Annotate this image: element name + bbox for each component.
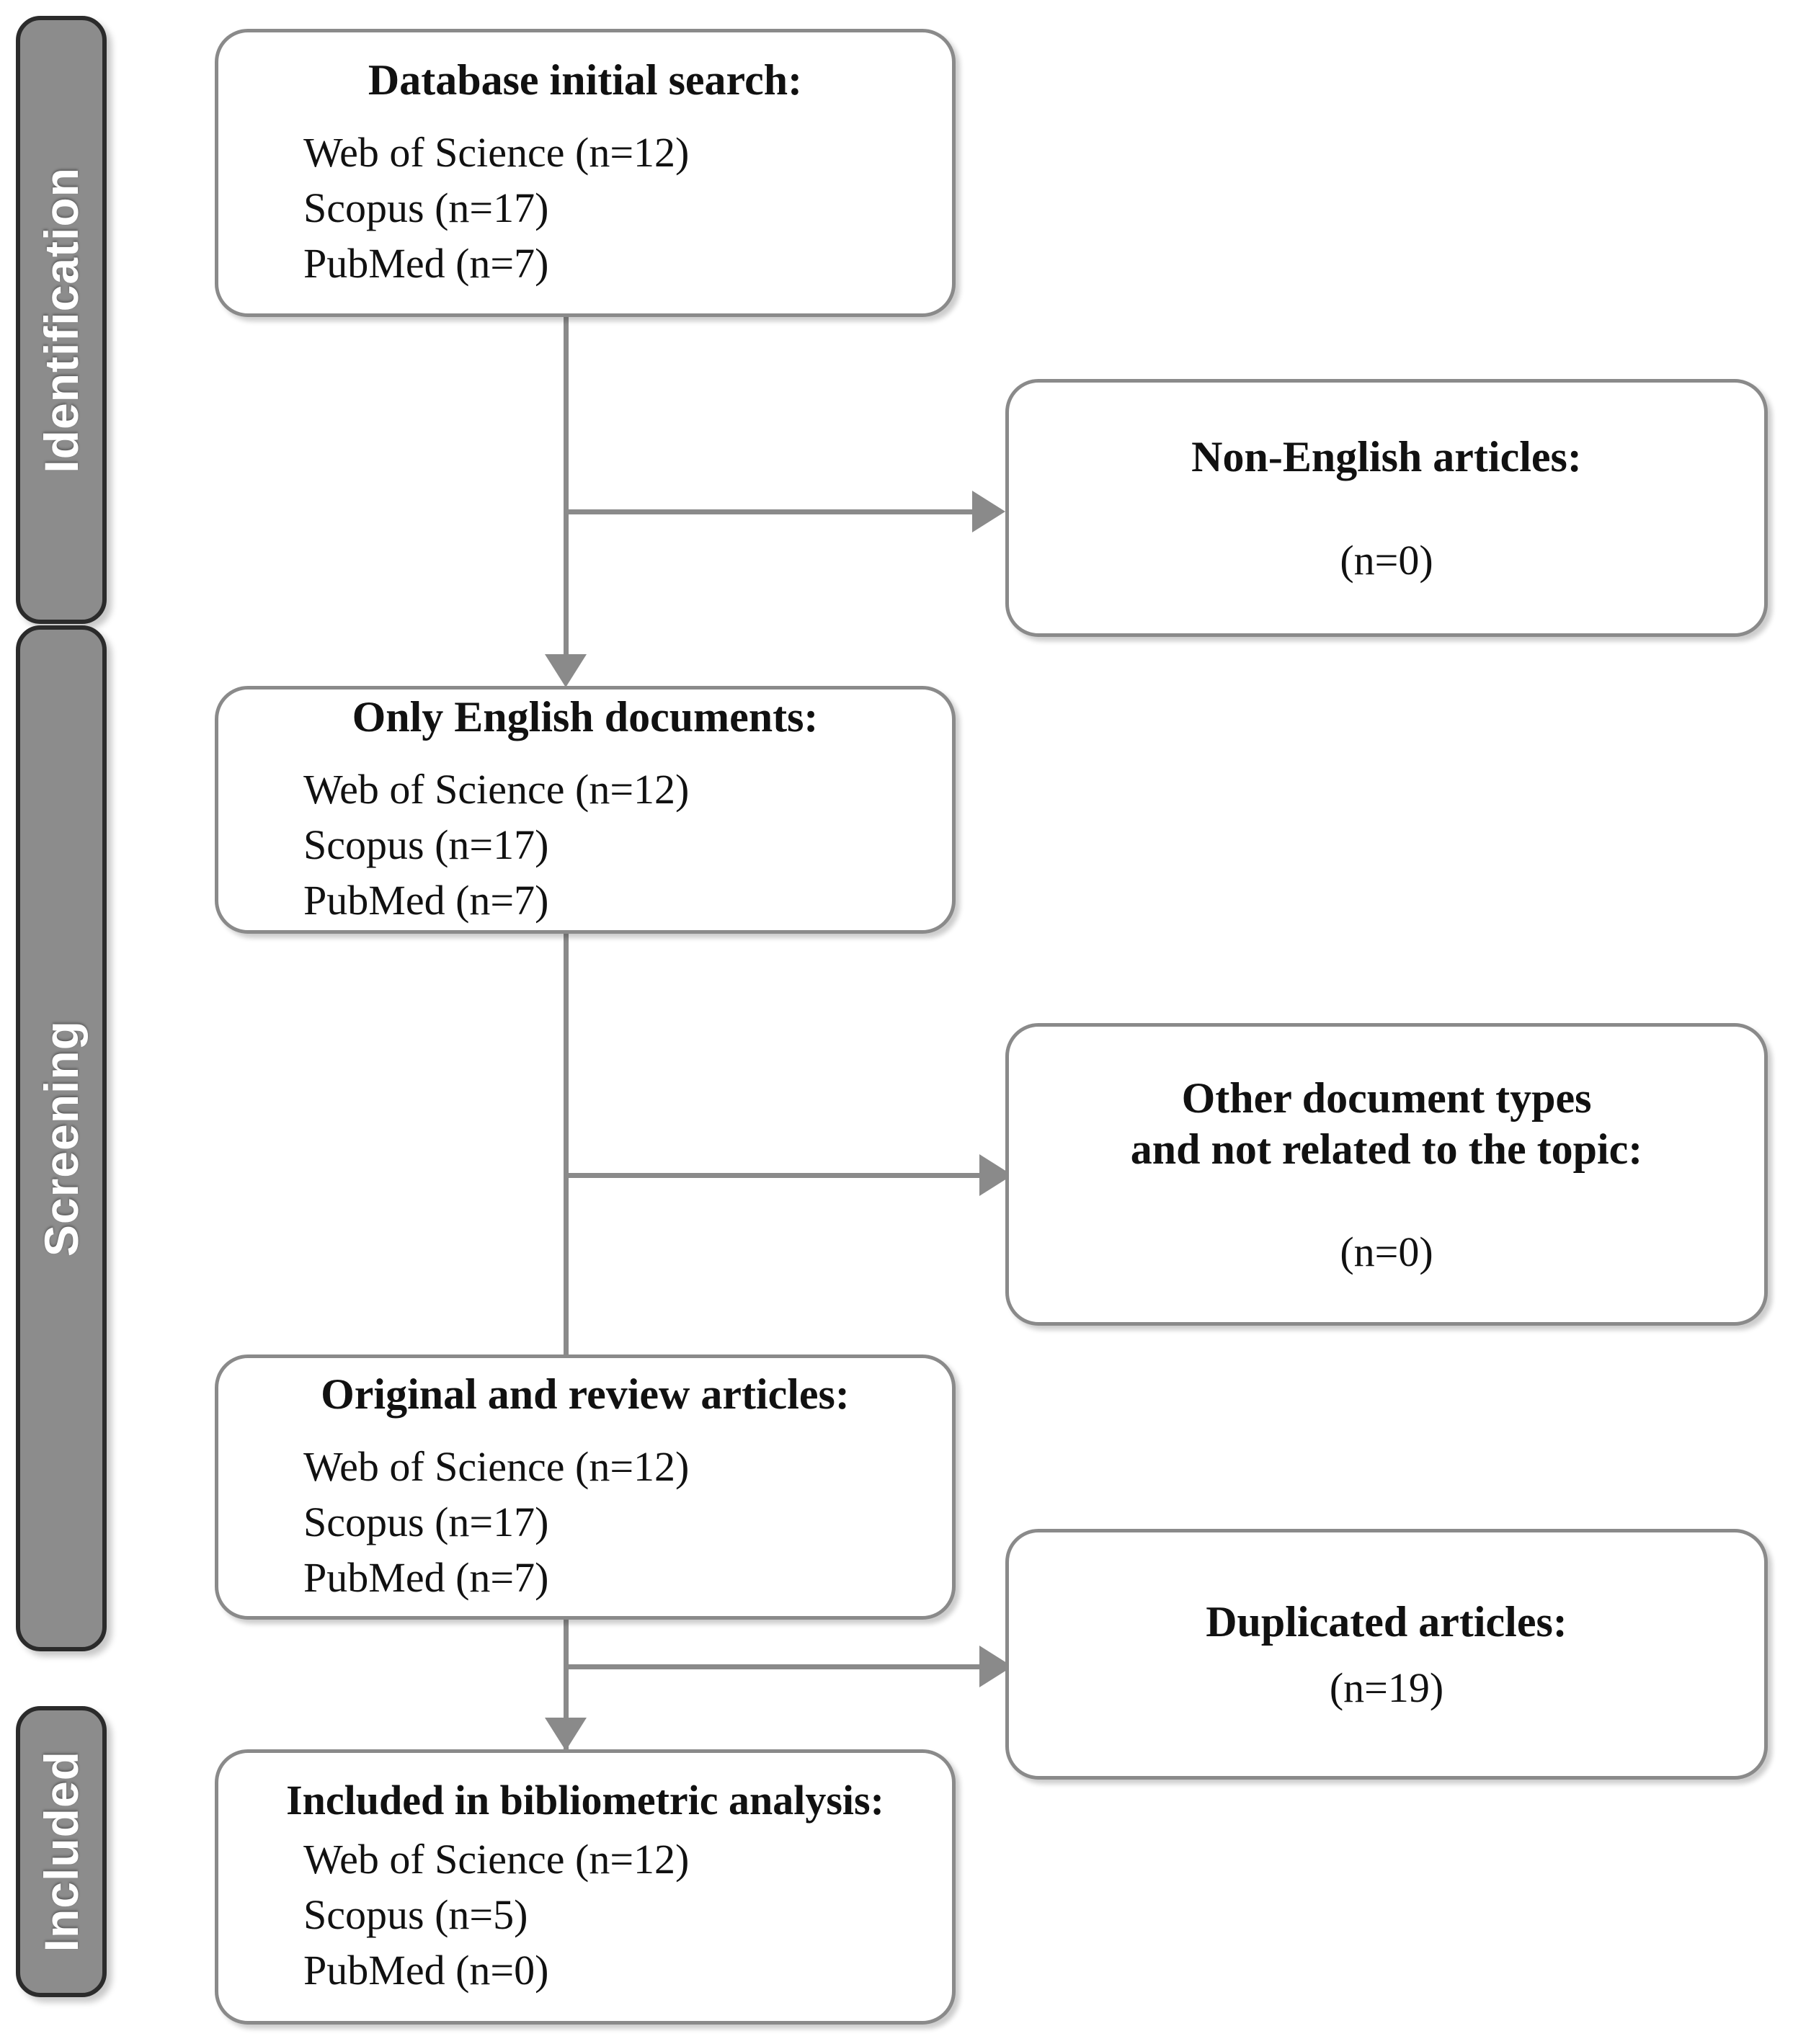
stage-label-included: Included <box>35 1751 88 1952</box>
box-line: PubMed (n=7) <box>303 876 549 924</box>
box-title-non-english-articles: Non-English articles: <box>1191 433 1582 481</box>
arrowhead-into-non-english-articles <box>972 491 1005 532</box>
connector-line-to-other-document-types <box>564 1173 982 1178</box>
box-included-in-bibliometric-analysis: Included in bibliometric analysis: Web o… <box>215 1749 956 2025</box>
box-count-non-english-articles: (n=0) <box>1340 536 1433 584</box>
box-non-english-articles: Non-English articles: (n=0) <box>1005 379 1768 637</box>
box-database-initial-search: Database initial search: Web of Science … <box>215 29 956 317</box>
arrowhead-into-included-in-bibliometric-analysis <box>545 1718 587 1751</box>
box-line: PubMed (n=7) <box>303 239 549 287</box>
box-title-other-document-types-line-2: and not related to the topic: <box>1130 1125 1643 1173</box>
box-title-duplicated-articles: Duplicated articles: <box>1206 1598 1567 1646</box>
arrowhead-into-only-english-documents <box>545 654 587 687</box>
box-original-and-review-articles: Original and review articles: Web of Sci… <box>215 1355 956 1620</box>
box-count-duplicated-articles: (n=19) <box>1329 1664 1444 1711</box>
box-line: Web of Science (n=12) <box>303 765 690 813</box>
connector-line-to-duplicated-articles <box>564 1664 982 1669</box>
box-line: Scopus (n=17) <box>303 821 549 868</box>
box-title-other-document-types-line-1: Other document types <box>1181 1074 1592 1122</box>
box-count-other-document-types: (n=0) <box>1340 1228 1433 1276</box>
box-line: Scopus (n=17) <box>303 1498 549 1545</box>
box-title-included-in-bibliometric-analysis: Included in bibliometric analysis: <box>286 1777 884 1824</box>
box-other-document-types: Other document types and not related to … <box>1005 1023 1768 1326</box>
box-line: Web of Science (n=12) <box>303 128 690 176</box>
connector-line-screening-middle <box>564 933 569 1355</box>
stage-bar-identification: Identification <box>16 16 107 624</box>
box-line: Web of Science (n=12) <box>303 1442 690 1490</box>
box-line: Scopus (n=17) <box>303 184 549 231</box>
stage-bar-included: Included <box>16 1706 107 1997</box>
connector-line-identification-to-screening <box>564 317 569 656</box>
box-title-original-and-review-articles: Original and review articles: <box>321 1370 850 1418</box>
box-title-database-initial-search: Database initial search: <box>368 55 803 104</box>
stage-label-identification: Identification <box>35 166 88 473</box>
box-lines-included-in-bibliometric-analysis: Web of Science (n=12) Scopus (n=5) PubMe… <box>218 1831 952 1998</box>
box-lines-database-initial-search: Web of Science (n=12) Scopus (n=17) PubM… <box>218 125 952 291</box>
box-duplicated-articles: Duplicated articles: (n=19) <box>1005 1529 1768 1780</box>
box-title-only-english-documents: Only English documents: <box>352 692 819 741</box>
stage-label-screening: Screening <box>35 1019 88 1257</box>
box-line: Scopus (n=5) <box>303 1891 528 1938</box>
box-only-english-documents: Only English documents: Web of Science (… <box>215 686 956 934</box>
box-lines-original-and-review-articles: Web of Science (n=12) Scopus (n=17) PubM… <box>218 1439 952 1605</box>
box-lines-only-english-documents: Web of Science (n=12) Scopus (n=17) PubM… <box>218 762 952 928</box>
connector-line-to-non-english-articles <box>564 509 974 514</box>
stage-bar-screening: Screening <box>16 625 107 1651</box>
connector-line-screening-to-included <box>564 1620 569 1749</box>
box-line: PubMed (n=7) <box>303 1553 549 1601</box>
box-line: Web of Science (n=12) <box>303 1835 690 1883</box>
box-line: PubMed (n=0) <box>303 1946 549 1994</box>
